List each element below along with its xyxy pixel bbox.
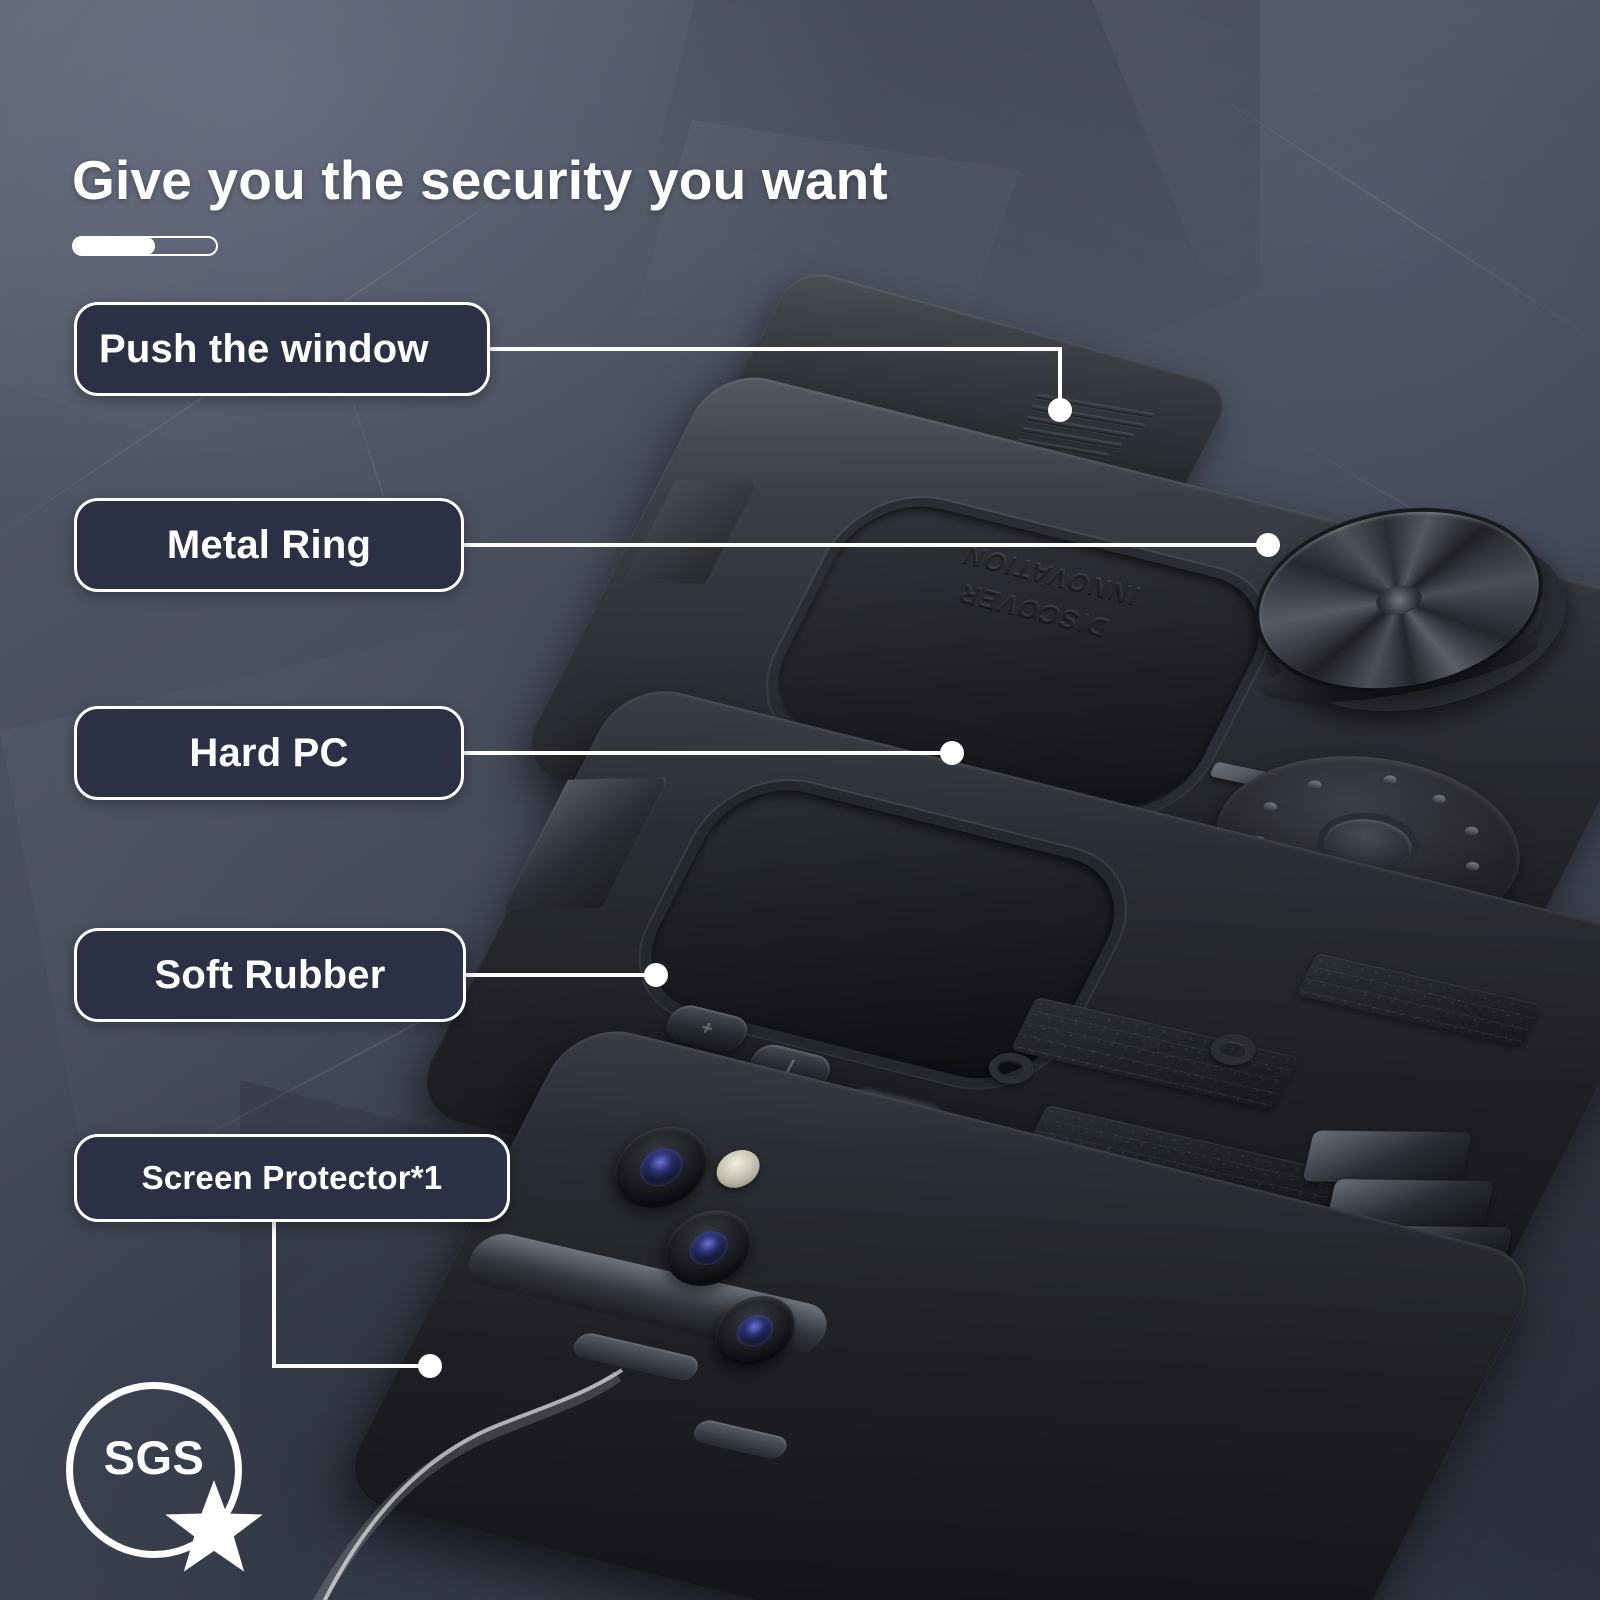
page-title: Give you the security you want [72, 149, 888, 211]
label-push-the-window[interactable]: Push the window [74, 302, 490, 396]
title-divider [72, 236, 218, 256]
case-fin [1302, 1130, 1473, 1184]
mount-rivet [1261, 801, 1279, 813]
label-hard-pc[interactable]: Hard PC [74, 706, 464, 800]
mount-rivet [1306, 779, 1324, 791]
mount-rivet [1381, 774, 1399, 786]
sgs-badge: SGS [66, 1382, 263, 1578]
camera-lens [599, 1117, 724, 1218]
sgs-label: SGS [103, 1431, 205, 1484]
mount-rivet [1464, 860, 1481, 873]
pc-frame-notch [623, 463, 757, 600]
honeycomb-grip-strip [1010, 996, 1299, 1111]
sgs-circle-outline [66, 1382, 242, 1558]
metal-ring-assembly [1236, 490, 1596, 735]
star-icon [165, 1480, 263, 1572]
phone-power-button [569, 1330, 703, 1383]
camera-flash [709, 1145, 767, 1193]
honeycomb-grip-strip [1296, 952, 1542, 1048]
mount-rivet [1430, 793, 1448, 806]
mount-rivet [1462, 825, 1480, 838]
label-soft-rubber[interactable]: Soft Rubber [74, 928, 466, 1022]
divider-fill [74, 238, 156, 254]
label-screen-protector[interactable]: Screen Protector*1 [74, 1134, 510, 1222]
phone-volume-button [689, 1418, 791, 1461]
corner-bumper [501, 755, 669, 933]
label-metal-ring[interactable]: Metal Ring [74, 498, 464, 592]
